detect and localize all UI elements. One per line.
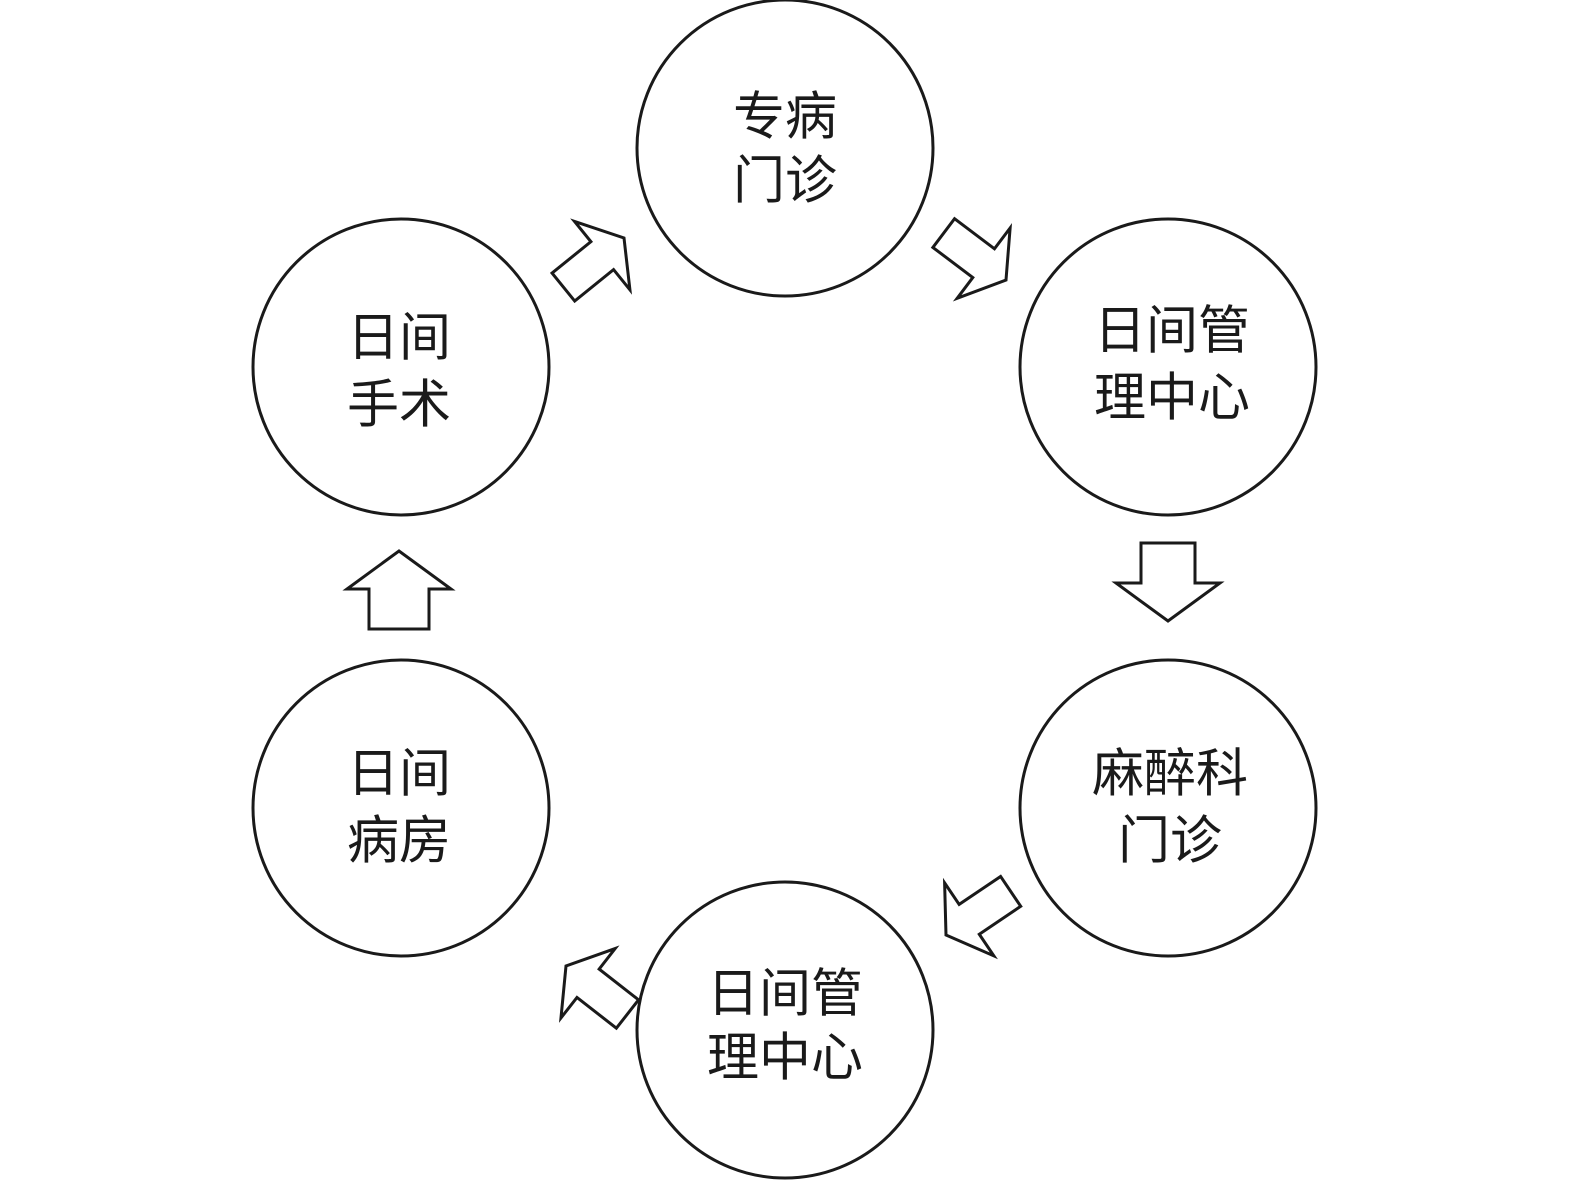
node-label-line-1: 日间管	[707, 965, 863, 1025]
node-label-line-1: 日间	[347, 745, 451, 805]
node-label-line-1: 日间	[347, 309, 451, 369]
node-circle	[251, 217, 551, 517]
node-day-management-center-1: 日间管 理中心	[1018, 217, 1318, 517]
node-day-management-center-2: 日间管 理中心	[635, 880, 935, 1180]
node-label-line-2: 理中心	[1094, 369, 1250, 429]
node-circle	[1018, 658, 1318, 958]
node-label-line-2: 病房	[347, 812, 451, 872]
node-label-line-2: 理中心	[707, 1029, 863, 1089]
node-label-line-1: 日间管	[1094, 302, 1250, 362]
arrow-ward-to-surgery-icon	[342, 549, 456, 631]
arrow-mgmt-to-ward-icon	[558, 945, 641, 1031]
node-label-line-2: 门诊	[1118, 812, 1222, 872]
node-day-surgery: 日间 手术	[251, 217, 551, 517]
arrow-surgery-to-specialist-icon	[549, 218, 633, 304]
node-specialist-clinic: 专病 门诊	[635, 0, 935, 298]
arrow-anesthesia-to-mgmt-icon	[942, 874, 1023, 960]
node-circle	[635, 0, 935, 298]
node-day-ward: 日间 病房	[251, 658, 551, 958]
node-label-line-1: 专病	[733, 88, 837, 148]
node-label-line-1: 麻醉科	[1092, 745, 1248, 805]
node-anesthesia-clinic: 麻醉科 门诊	[1018, 658, 1318, 958]
node-label-line-2: 手术	[347, 376, 451, 436]
node-circle	[1018, 217, 1318, 517]
arrow-specialist-to-mgmt-icon	[930, 216, 1013, 302]
arrow-mgmt-to-anesthesia-icon	[1111, 541, 1225, 623]
node-label-line-2: 门诊	[733, 152, 837, 212]
node-circle	[635, 880, 935, 1180]
node-circle	[251, 658, 551, 958]
